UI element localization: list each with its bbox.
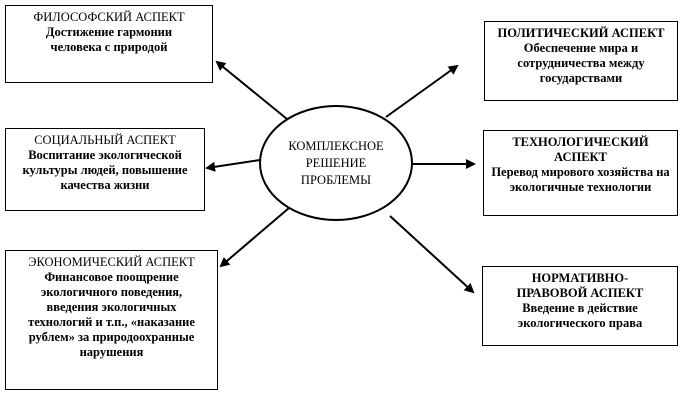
philosophical-aspect-text: Достижение гармонии человека с природой	[45, 25, 173, 54]
central-node: КОМПЛЕКСНОЕ РЕШЕНИЕ ПРОБЛЕМЫ	[260, 106, 412, 221]
legal-aspect-box: НОРМАТИВНО-ПРАВОВОЙ АСПЕКТ Введение в де…	[482, 266, 678, 346]
arrow-to-philosophical	[215, 60, 288, 120]
technological-aspect-text: Перевод мирового хозяйства на экологичны…	[491, 165, 670, 194]
philosophical-aspect-heading: ФИЛОСОФСКИЙ АСПЕКТ	[33, 10, 185, 24]
social-aspect-text: Воспитание экологической культуры людей,…	[22, 148, 188, 192]
economic-aspect-heading: ЭКОНОМИЧЕСКИЙ АСПЕКТ	[28, 255, 195, 269]
technological-aspect-box: ТЕХНОЛОГИЧЕСКИЙ АСПЕКТ Перевод мирового …	[483, 130, 678, 216]
social-aspect-heading: СОЦИАЛЬНЫЙ АСПЕКТ	[34, 133, 176, 147]
center-line-2: РЕШЕНИЕ	[305, 156, 367, 170]
arrow-to-political	[385, 64, 459, 118]
philosophical-aspect-box: ФИЛОСОФСКИЙ АСПЕКТ Достижение гармонии ч…	[5, 5, 213, 83]
social-aspect-box: СОЦИАЛЬНЫЙ АСПЕКТ Воспитание экологическ…	[5, 128, 205, 211]
arrow-to-economic	[219, 207, 290, 268]
legal-aspect-heading: НОРМАТИВНО-ПРАВОВОЙ АСПЕКТ	[516, 271, 644, 300]
arrow-to-legal	[389, 215, 475, 294]
political-aspect-heading: ПОЛИТИЧЕСКИЙ АСПЕКТ	[497, 26, 665, 40]
center-line-3: ПРОБЛЕМЫ	[300, 173, 372, 187]
center-line-1: КОМПЛЕКСНОЕ	[288, 139, 384, 153]
arrow-to-social	[205, 159, 261, 172]
technological-aspect-heading: ТЕХНОЛОГИЧЕСКИЙ АСПЕКТ	[512, 135, 649, 164]
economic-aspect-box: ЭКОНОМИЧЕСКИЙ АСПЕКТ Финансовое поощрени…	[5, 250, 218, 390]
political-aspect-text: Обеспечение мира и сотрудничества между …	[517, 41, 645, 85]
legal-aspect-text: Введение в действие экологического права	[517, 301, 643, 330]
political-aspect-box: ПОЛИТИЧЕСКИЙ АСПЕКТ Обеспечение мира и с…	[484, 21, 678, 101]
economic-aspect-text: Финансовое поощрение экологичного поведе…	[28, 270, 195, 359]
